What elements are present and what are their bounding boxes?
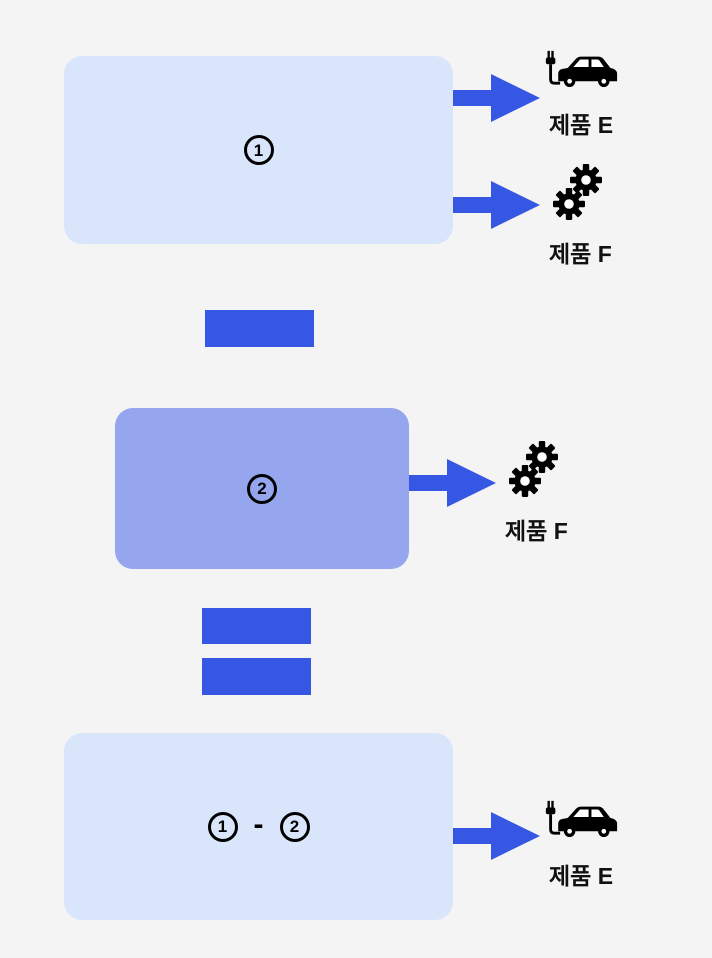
circled-number-1: 1	[207, 811, 238, 842]
circled-number-2: 2	[247, 473, 277, 504]
electric-car-icon	[544, 49, 619, 89]
circled-number-2: 2	[279, 811, 310, 842]
product-f-label: 제품 F	[505, 518, 568, 544]
equals-operator-top-bar	[202, 608, 311, 644]
product-f-label: 제품 F	[549, 241, 612, 267]
gears-icon	[509, 441, 558, 497]
electric-car-icon	[544, 799, 619, 839]
minus-sign: -	[253, 807, 264, 841]
minus-operator	[205, 310, 314, 347]
arrow-right-icon	[409, 459, 496, 507]
product-e-label: 제품 E	[549, 863, 614, 889]
arrow-right-icon	[453, 181, 540, 229]
product-e-label: 제품 E	[549, 112, 614, 138]
arrow-right-icon	[453, 74, 540, 122]
arrow-right-icon	[453, 812, 540, 860]
equals-operator-bottom-bar	[202, 658, 311, 695]
box-1: 1	[64, 56, 453, 244]
circled-number-1: 1	[243, 135, 274, 165]
box-2: 2	[115, 408, 409, 569]
gears-icon	[553, 164, 602, 220]
box-3: 1 - 2	[64, 733, 453, 920]
